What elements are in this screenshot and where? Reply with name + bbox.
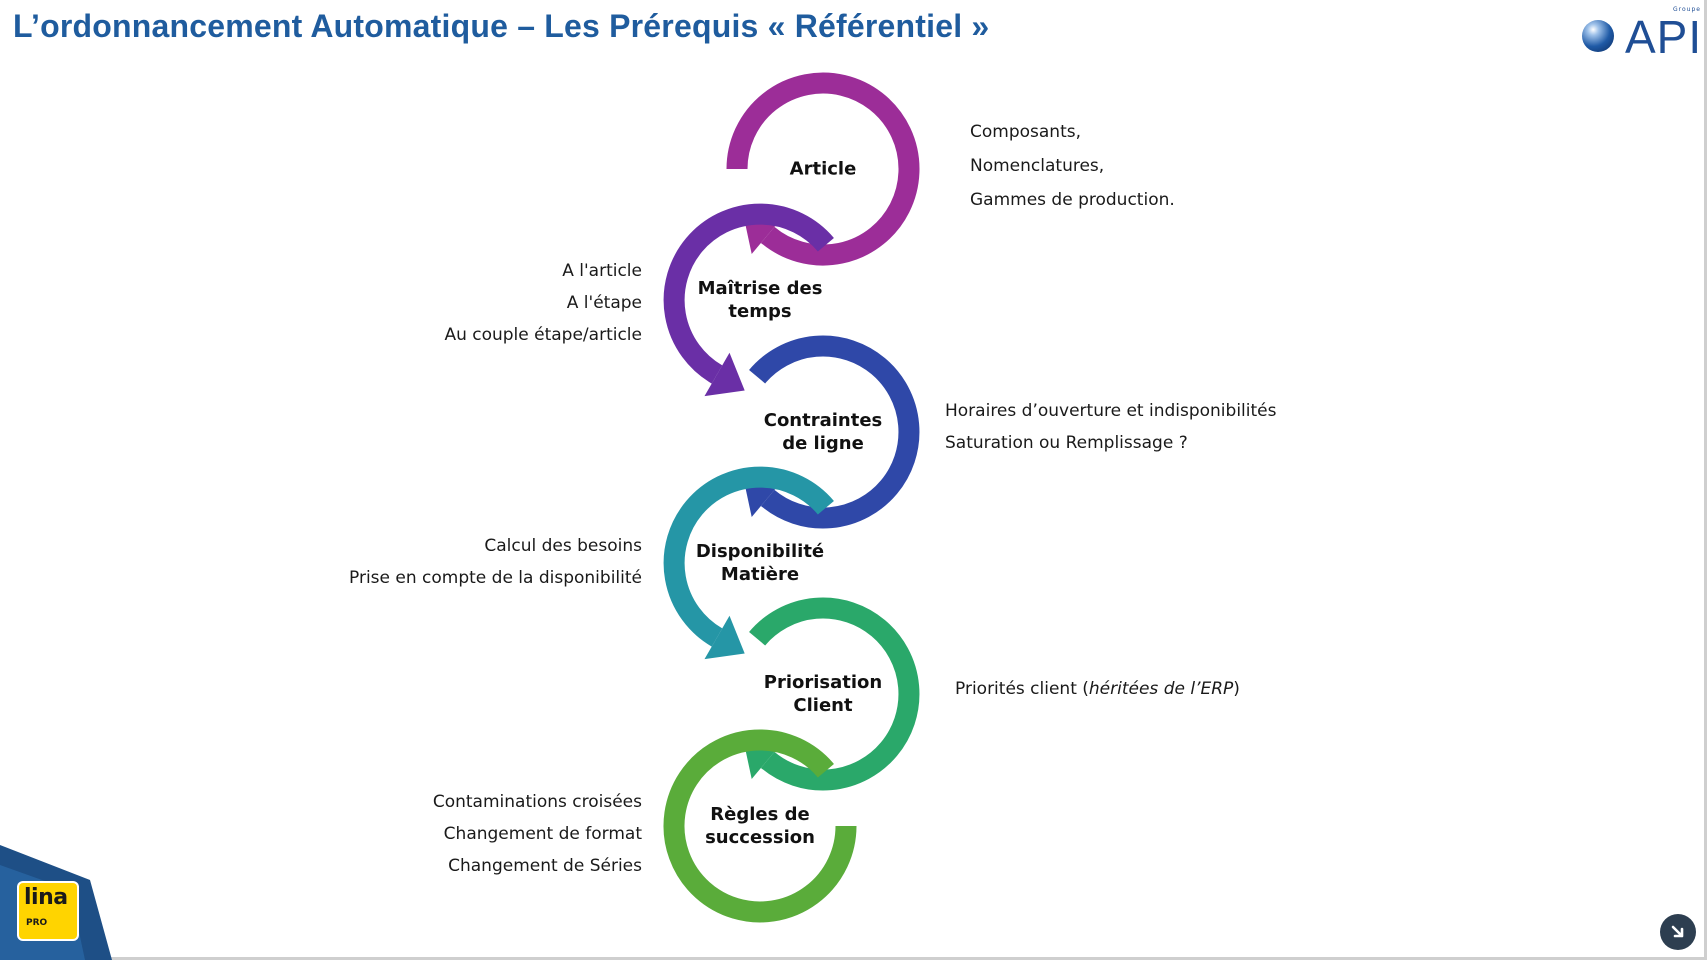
step-regles-arc-stroke — [663, 729, 857, 923]
step-article-arc-stroke — [726, 72, 920, 266]
slide-right-border — [1704, 0, 1707, 960]
lina-logo-text: lina — [24, 885, 68, 910]
note-line: Nomenclatures, — [970, 156, 1105, 176]
article-notes: Composants, Nomenclatures, Gammes de pro… — [970, 115, 1175, 217]
lina-logo-subtext: PRO — [26, 918, 48, 928]
arrow-down-right-icon — [1671, 925, 1684, 938]
step-contraintes-arc-stroke — [749, 335, 920, 529]
step-article-label: Article — [789, 158, 857, 180]
contraintes-notes: Horaires d’ouverture et indisponibilités… — [945, 395, 1276, 459]
note-line: Saturation ou Remplissage ? — [945, 433, 1188, 453]
note-line: Changement de Séries — [448, 856, 642, 876]
step-disponibilite-arrowhead — [704, 615, 745, 660]
maitrise-notes: A l'article A l'étape Au couple étape/ar… — [444, 255, 642, 351]
logo-text: API — [1625, 11, 1703, 63]
slide-title: L’ordonnancement Automatique – Les Prére… — [13, 8, 990, 44]
note-line: Gammes de production. — [970, 190, 1175, 210]
step-priorisation-arc-stroke — [749, 597, 920, 791]
step-disponibilite-arc-stroke — [663, 466, 834, 647]
next-slide-button[interactable] — [1660, 914, 1696, 950]
note-line: Au couple étape/article — [444, 325, 642, 345]
globe-icon — [1582, 20, 1614, 52]
lina-pro-badge: lina PRO — [0, 845, 115, 960]
note-line: Changement de format — [443, 824, 642, 844]
disponibilite-notes: Calcul des besoins Prise en compte de la… — [349, 530, 642, 594]
note-line: Prise en compte de la disponibilité — [349, 568, 642, 588]
slide-bottom-border — [0, 957, 1707, 960]
api-logo: API Groupe — [1575, 6, 1703, 66]
step-regles-arc — [663, 729, 857, 923]
note-line: Composants, — [970, 122, 1081, 142]
note-text: ) — [1233, 679, 1240, 699]
logo-tagline: Groupe — [1673, 6, 1701, 13]
regles-notes: Contaminations croisées Changement de fo… — [433, 786, 642, 882]
note-line: Contaminations croisées — [432, 792, 642, 812]
priorisation-notes: Priorités client (héritées de l’ERP) — [955, 673, 1240, 705]
note-line: A l'étape — [566, 293, 642, 313]
step-maitrise-arrowhead — [704, 352, 745, 397]
step-maitrise-arc-stroke — [663, 203, 834, 384]
note-italic-text: héritées de l’ERP — [1088, 679, 1234, 699]
step-disponibilite-arc — [663, 466, 834, 660]
step-maitrise-arc — [663, 203, 834, 397]
note-text: Priorités client ( — [955, 679, 1089, 699]
note-line: A l'article — [562, 261, 642, 281]
lina-logo: lina PRO — [19, 883, 77, 939]
note-line: Horaires d’ouverture et indisponibilités — [945, 401, 1277, 421]
note-line: Calcul des besoins — [484, 536, 642, 556]
